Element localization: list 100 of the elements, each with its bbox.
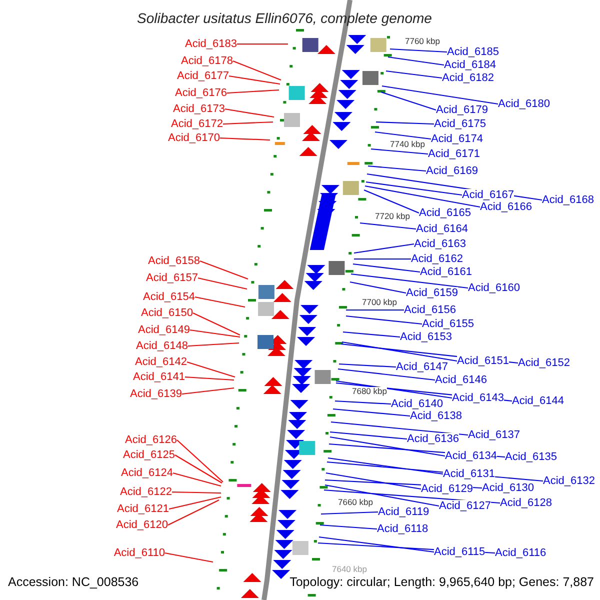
gene-label: Acid_6149 (138, 324, 190, 336)
gene-label: Acid_6146 (435, 374, 487, 386)
gene-label: Acid_6174 (431, 132, 483, 146)
leader-line (168, 500, 220, 526)
leader-line (174, 454, 222, 484)
leader-line (326, 472, 422, 490)
gene-label: Acid_6116 (495, 546, 546, 560)
gene-label: Acid_6177 (177, 70, 229, 82)
leader-line (330, 431, 408, 440)
leader-line (222, 121, 274, 125)
gene-label: Acid_6171 (428, 148, 480, 160)
leader-line (338, 363, 396, 368)
leader-line (188, 342, 240, 347)
leader-line (184, 376, 234, 381)
gene-label: Acid_6178 (181, 54, 233, 68)
gene-label: Acid_6173 (173, 102, 225, 116)
gene-label: Acid_6168 (542, 194, 594, 206)
leader-line (186, 361, 236, 378)
leader-line (352, 263, 420, 273)
gene-label: Acid_6147 (396, 360, 448, 374)
gene-label: Acid_6141 (133, 370, 185, 384)
gene-label: Acid_6128 (500, 496, 552, 510)
gene-label: Acid_6166 (480, 200, 532, 214)
leader-line (382, 85, 498, 105)
leader-line (346, 309, 404, 311)
leader-line (198, 277, 248, 290)
gene-label: Acid_6158 (148, 254, 200, 268)
gene-label: Acid_6120 (116, 518, 168, 532)
leader-line (172, 491, 222, 494)
gene-label: Acid_6130 (482, 482, 534, 494)
leader-line (386, 70, 442, 79)
leader-line (380, 91, 436, 111)
leader-line (168, 496, 222, 510)
gene-label: Acid_6164 (416, 222, 468, 236)
gene-label: Acid_6155 (422, 318, 474, 330)
gene-label: Acid_6156 (404, 304, 456, 316)
gene-label: Acid_6124 (121, 466, 173, 480)
leader-line (346, 315, 422, 325)
scale-label: 7740 kbp (390, 140, 425, 148)
leader-line (182, 387, 234, 395)
scale-label: 7660 kbp (338, 498, 373, 506)
leader-line (364, 185, 480, 208)
leader-line (388, 56, 444, 66)
gene-label: Acid_6136 (407, 432, 459, 446)
footer-text: Topology: circular; Length: 9,965,640 bp; Genes: 7,887 (290, 575, 594, 590)
gene-label: Acid_6163 (414, 238, 466, 250)
leader-line (354, 243, 414, 254)
gene-label: Acid_6180 (498, 98, 550, 110)
leader-line (330, 436, 446, 457)
leader-line (176, 440, 224, 482)
gene-label: Acid_6152 (518, 356, 570, 370)
gene-label: Acid_6115 (434, 546, 486, 558)
gene-label: Acid_6176 (175, 86, 227, 100)
leader-line (320, 511, 378, 515)
gene-label: Acid_6132 (543, 474, 595, 488)
gene-label: Acid_6184 (444, 58, 496, 72)
map-title: Solibacter usitatus Ellin6076, complete genome (137, 10, 432, 26)
gene-label: Acid_6142 (135, 356, 187, 368)
leader-line (390, 48, 448, 53)
gene-label: Acid_6159 (406, 286, 458, 300)
gene-label: Acid_6110 (114, 546, 165, 560)
gene-label: Acid_6121 (117, 502, 169, 516)
gene-label: Acid_6150 (141, 306, 193, 320)
gene-label: Acid_6135 (505, 450, 557, 464)
scale-label: 7640 kbp (332, 565, 367, 573)
leader-line (330, 421, 468, 436)
leader-line (366, 181, 462, 196)
leader-line (190, 329, 240, 338)
leader-line (164, 552, 214, 563)
leader-line (172, 472, 222, 487)
scale-label: 7760 kbp (405, 37, 440, 45)
leader-line (336, 380, 452, 399)
leader-line (328, 457, 444, 475)
leader-line (360, 222, 416, 230)
gene-label: Acid_6170 (168, 132, 220, 144)
gene-label: Acid_6169 (426, 164, 478, 178)
gene-label: Acid_6140 (391, 398, 443, 410)
leader-line (320, 524, 378, 530)
leader-line (342, 341, 458, 362)
scale-label: 7700 kbp (362, 298, 397, 306)
gene-label: Acid_6153 (400, 330, 452, 344)
gene-label: Acid_6138 (410, 410, 462, 422)
leader-line (370, 148, 428, 155)
gene-label: Acid_6165 (419, 206, 471, 220)
gene-label: Acid_6172 (171, 118, 223, 130)
leader-line (350, 273, 468, 289)
leader-line (376, 121, 434, 125)
leader-line (332, 408, 410, 417)
gene-label: Acid_6185 (447, 46, 499, 58)
leader-line (200, 260, 248, 280)
leader-line (220, 137, 270, 141)
gene-label: Acid_6125 (123, 448, 175, 462)
gene-label: Acid_6182 (442, 72, 494, 84)
gene-label: Acid_6134 (445, 450, 497, 462)
leader-line (226, 89, 280, 94)
leader-line (228, 75, 280, 85)
leader-line (350, 281, 406, 294)
footer-text: Accession: NC_008536 (8, 575, 139, 590)
gene-label: Acid_6137 (468, 428, 520, 442)
gene-label: Acid_6167 (462, 188, 514, 202)
